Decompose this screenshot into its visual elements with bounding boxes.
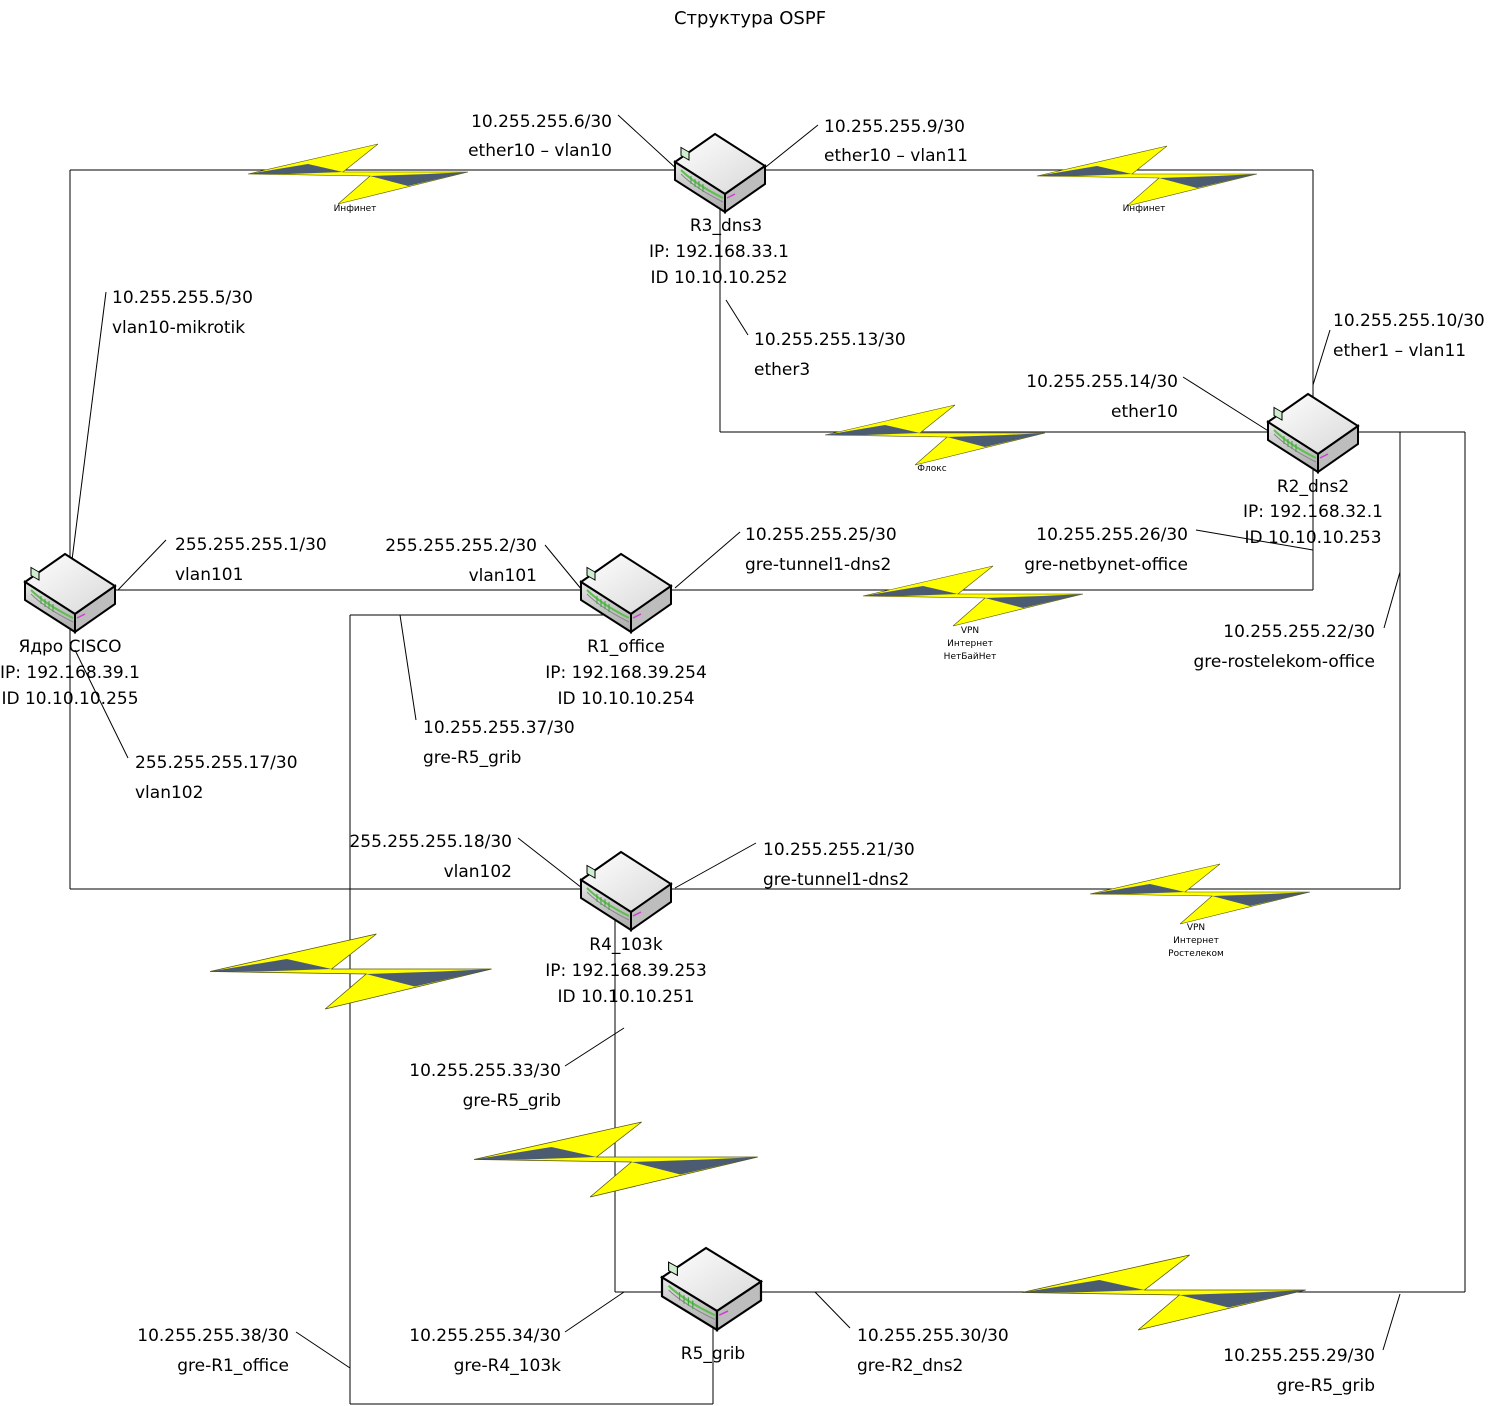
interface-name: ether10 – vlan10 — [468, 141, 612, 161]
router-r1-office[interactable]: R1_office IP: 192.168.39.254 ID 10.10.10… — [545, 553, 707, 709]
link-bolt-r5-r2 — [1021, 1254, 1307, 1331]
router-r3-dns3[interactable]: R3_dns3 IP: 192.168.33.1 ID 10.10.10.252 — [649, 133, 789, 288]
interface-name: vlan101 — [175, 565, 243, 585]
interface-name: ether10 — [1111, 402, 1178, 422]
interface-address: 10.255.255.34/30 — [409, 1326, 561, 1346]
interface-address: 10.255.255.21/30 — [763, 840, 915, 860]
router-name: R5_grib — [681, 1344, 745, 1364]
interface-address: 10.255.255.38/30 — [137, 1326, 289, 1346]
router-ip: IP: 192.168.39.254 — [545, 663, 707, 683]
link-label: Инфинет — [1123, 204, 1166, 214]
interface-address: 10.255.255.6/30 — [471, 112, 612, 132]
router-id: ID 10.10.10.251 — [557, 987, 694, 1007]
interface-address: 255.255.255.1/30 — [175, 535, 327, 555]
interface-name: gre-rostelekom-office — [1194, 652, 1375, 672]
router-ip: IP: 192.168.32.1 — [1243, 502, 1383, 522]
interface-name: gre-R2_dns2 — [857, 1356, 963, 1376]
router-ip: IP: 192.168.39.1 — [0, 663, 140, 683]
router-icon — [660, 1246, 763, 1332]
interface-address: 10.255.255.30/30 — [857, 1326, 1009, 1346]
link-bolt-rostelecom: VPN Интернет Ростелеком — [1089, 863, 1311, 959]
link-label-line: Интернет — [947, 639, 993, 649]
interface-address: 10.255.255.26/30 — [1036, 525, 1188, 545]
router-id: ID 10.10.10.255 — [1, 689, 138, 709]
link-label: Флокс — [917, 464, 946, 474]
link-label-line: VPN — [1187, 923, 1205, 933]
router-id: ID 10.10.10.254 — [557, 689, 694, 709]
link-label-line: Ростелеком — [1168, 949, 1224, 959]
interface-address: 255.255.255.18/30 — [349, 832, 512, 852]
router-icon — [24, 553, 116, 633]
interface-address: 10.255.255.14/30 — [1026, 372, 1178, 392]
interface-address: 10.255.255.5/30 — [112, 288, 253, 308]
router-r5-grib[interactable]: R5_grib — [660, 1246, 763, 1364]
router-icon — [580, 553, 672, 633]
router-icon — [674, 133, 766, 213]
router-r4-103k[interactable]: R4_103k IP: 192.168.39.253 ID 10.10.10.2… — [545, 851, 707, 1007]
router-id: ID 10.10.10.252 — [650, 268, 787, 288]
interface-name: gre-R5_grib — [1277, 1376, 1375, 1396]
link-bolt-floks: Флокс — [824, 404, 1046, 474]
interface-name: gre-netbynet-office — [1024, 555, 1188, 575]
interface-address: 10.255.255.22/30 — [1223, 622, 1375, 642]
interface-address: 255.255.255.17/30 — [135, 753, 298, 773]
interface-name: gre-R5_grib — [463, 1091, 561, 1111]
link-label-line: НетБайНет — [944, 652, 997, 662]
router-name: Ядро CISCO — [18, 637, 121, 657]
router-r2-dns2[interactable]: R2_dns2 IP: 192.168.32.1 ID 10.10.10.253 — [1243, 393, 1383, 548]
diagram-title: Структура OSPF — [674, 8, 826, 29]
router-name: R1_office — [587, 637, 665, 657]
router-name: R2_dns2 — [1277, 477, 1349, 497]
link-bolt-r4-r5 — [473, 1121, 759, 1198]
interface-name: vlan101 — [469, 566, 537, 586]
leader-lines — [71, 114, 1401, 1369]
interface-name: gre-R4_103k — [454, 1356, 562, 1376]
interface-name: ether1 – vlan11 — [1333, 341, 1466, 361]
interface-address: 10.255.255.25/30 — [745, 525, 897, 545]
interface-name: ether10 – vlan11 — [824, 146, 968, 166]
interface-address: 10.255.255.29/30 — [1223, 1346, 1375, 1366]
interface-name: gre-R1_office — [177, 1356, 289, 1376]
link-bolt-netbynet: VPN Интернет НетБайНет — [862, 565, 1084, 662]
interface-address: 10.255.255.9/30 — [824, 117, 965, 137]
router-icon — [1267, 393, 1359, 473]
interface-name: gre-tunnel1-dns2 — [763, 870, 909, 890]
interface-name: vlan102 — [135, 783, 203, 803]
interface-labels: 10.255.255.6/30 ether10 – vlan10 10.255.… — [112, 112, 1485, 1396]
router-icon — [580, 851, 672, 931]
link-bolt-infinet-right: Инфинет — [1036, 145, 1258, 214]
interface-name: vlan10-mikrotik — [112, 318, 245, 338]
link-label-line: Интернет — [1173, 936, 1219, 946]
interface-name: vlan102 — [444, 862, 512, 882]
router-ip: IP: 192.168.33.1 — [649, 242, 789, 262]
link-bolt-cisco-r5 — [209, 933, 493, 1010]
interface-address: 10.255.255.37/30 — [423, 718, 575, 738]
interface-address: 255.255.255.2/30 — [385, 536, 537, 556]
router-core-cisco[interactable]: Ядро CISCO IP: 192.168.39.1 ID 10.10.10.… — [0, 553, 140, 709]
interface-name: ether3 — [754, 360, 810, 380]
interface-name: gre-tunnel1-dns2 — [745, 555, 891, 575]
interface-address: 10.255.255.33/30 — [409, 1061, 561, 1081]
interface-address: 10.255.255.13/30 — [754, 330, 906, 350]
router-name: R3_dns3 — [690, 216, 762, 236]
interface-address: 10.255.255.10/30 — [1333, 311, 1485, 331]
link-label-line: VPN — [961, 626, 979, 636]
router-id: ID 10.10.10.253 — [1244, 528, 1381, 548]
router-name: R4_103k — [589, 935, 663, 955]
link-bolt-infinet-left: Инфинет — [247, 143, 469, 214]
link-label: Инфинет — [334, 204, 377, 214]
router-ip: IP: 192.168.39.253 — [545, 961, 707, 981]
interface-name: gre-R5_grib — [423, 748, 521, 768]
